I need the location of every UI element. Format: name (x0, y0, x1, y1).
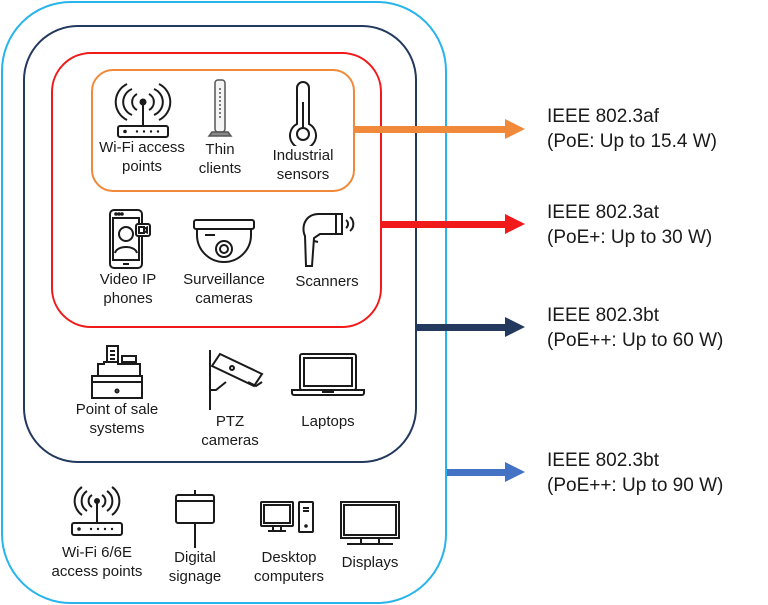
device-label: Video IP (99, 271, 157, 288)
device-surveillance-cameras: Surveillance cameras (172, 216, 276, 308)
standard-name: IEEE 802.3af (547, 106, 659, 127)
thin-client-icon (207, 79, 233, 137)
device-digital-signage: Digital signage (160, 490, 230, 586)
laptop-icon (291, 353, 365, 396)
device-label: Laptops (301, 413, 355, 430)
device-label: Surveillance (183, 271, 265, 288)
device-displays: Displays (332, 500, 408, 572)
device-label: cameras (201, 432, 259, 449)
device-label: computers (253, 568, 325, 585)
ptz-camera-icon (209, 350, 264, 410)
standard-label: IEEE 802.3af (PoE: Up to 15.4 W) (547, 104, 717, 154)
standard-detail: (PoE++: Up to 90 W) (547, 475, 724, 496)
device-label: Industrial (272, 147, 334, 164)
standard-name: IEEE 802.3bt (547, 450, 659, 471)
device-wifi-6-access-points: Wi-Fi 6/6E access points (42, 485, 152, 581)
device-thin-clients: Thin clients (190, 78, 250, 178)
thermometer-icon (289, 81, 317, 146)
device-label: sensors (276, 166, 330, 183)
device-label: signage (168, 568, 222, 585)
wifi-router-icon (114, 83, 172, 138)
device-label: Displays (341, 554, 399, 571)
standard-label: IEEE 802.3bt (PoE++: Up to 60 W) (547, 303, 723, 353)
device-label: access points (51, 563, 143, 580)
device-label: Thin (205, 141, 235, 158)
device-label: phones (103, 290, 153, 307)
device-ptz-cameras: PTZ cameras (180, 348, 280, 450)
device-label: systems (89, 420, 145, 437)
device-label: PTZ (215, 413, 245, 430)
device-label: Wi-Fi access (99, 139, 185, 156)
standard-detail: (PoE: Up to 15.4 W) (547, 131, 718, 152)
device-industrial-sensors: Industrial sensors (258, 80, 348, 184)
device-wifi-access-points: Wi-Fi access points (92, 80, 192, 176)
device-desktop-computers: Desktop computers (244, 500, 334, 586)
tier-box-802-3af (91, 69, 355, 192)
device-label: Scanners (295, 273, 359, 290)
tier-box-802-3bt-60w (23, 25, 417, 463)
standard-label: IEEE 802.3bt (PoE++: Up to 90 W) (547, 448, 723, 498)
device-point-of-sale: Point of sale systems (62, 344, 172, 438)
dome-camera-icon (193, 219, 255, 263)
wifi-router-icon (71, 486, 123, 536)
device-label: Point of sale (75, 401, 159, 418)
standard-detail: (PoE+: Up to 30 W) (547, 227, 713, 248)
device-label: cameras (195, 290, 253, 307)
barcode-scanner-icon (302, 213, 355, 267)
tier-box-802-3bt-90w (1, 1, 447, 604)
device-label: Wi-Fi 6/6E (61, 544, 132, 561)
video-phone-icon (109, 209, 151, 269)
standard-name: IEEE 802.3at (547, 202, 659, 223)
display-monitor-icon (340, 501, 400, 545)
device-scanners: Scanners (282, 212, 372, 291)
device-video-ip-phones: Video IP phones (78, 208, 178, 308)
device-label: points (121, 158, 163, 175)
cash-register-icon (91, 345, 143, 399)
device-label: Desktop (261, 549, 317, 566)
standard-detail: (PoE++: Up to 60 W) (547, 330, 724, 351)
tier-box-802-3at (51, 52, 382, 328)
device-label: Digital (174, 549, 216, 566)
standard-label: IEEE 802.3at (PoE+: Up to 30 W) (547, 200, 712, 250)
standard-name: IEEE 802.3bt (547, 305, 659, 326)
digital-signage-icon (175, 490, 215, 548)
desktop-computer-icon (260, 501, 314, 533)
device-laptops: Laptops (286, 350, 370, 431)
device-label: clients (198, 160, 242, 177)
